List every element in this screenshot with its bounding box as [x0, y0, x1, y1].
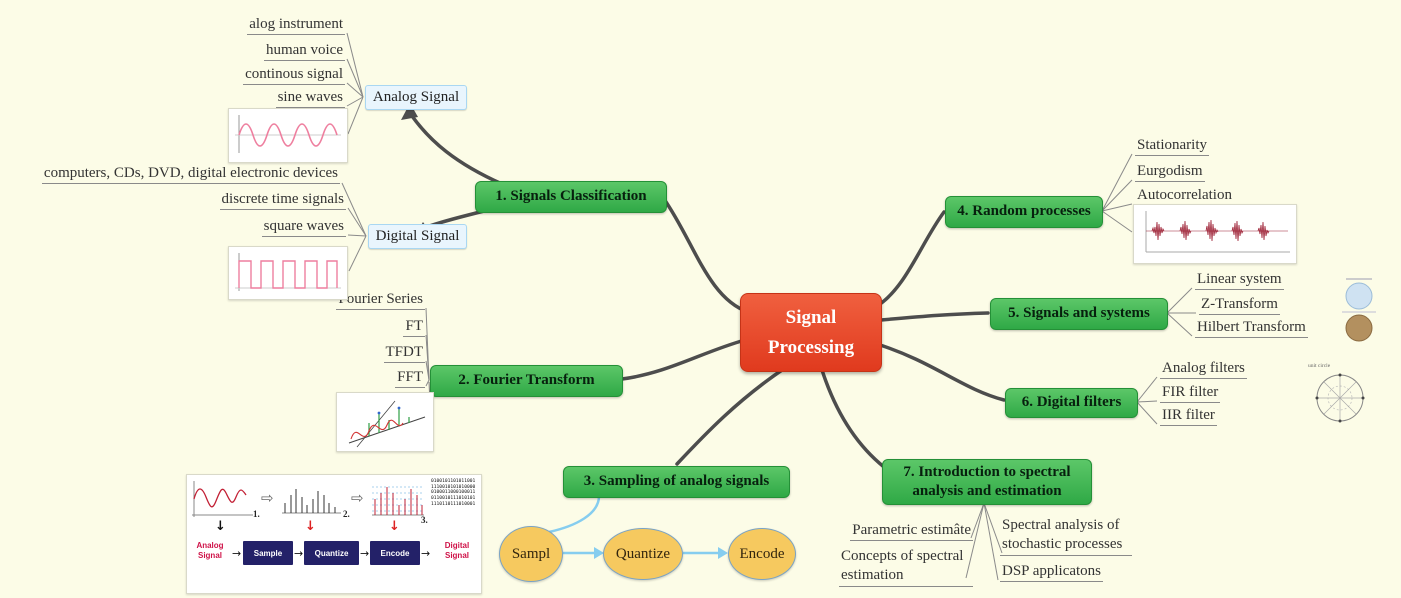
quantized-stems-mini [372, 486, 424, 516]
topic-computers-devices[interactable]: computers, CDs, DVD, digital electronic … [41, 165, 340, 184]
ellipse-label: Quantize [615, 545, 671, 562]
box-text: Quantize [314, 548, 349, 558]
branch-label: 5. Signals and systems [1008, 305, 1150, 322]
step-sample-ellipse[interactable]: Sampl [499, 526, 563, 582]
box-text: Sample [253, 548, 283, 558]
sample-box: Sample [243, 541, 293, 565]
branch-arrowheads [401, 103, 430, 237]
unit-circle-label: unit circle [1308, 363, 1331, 369]
branch-fourier-transform[interactable]: 2. Fourier Transform [430, 365, 623, 397]
unit-circle-plot: unit circle [1308, 363, 1365, 423]
stage-2-label: 2. [343, 509, 350, 519]
topic-parametric-estimate[interactable]: Parametric estimâte [850, 522, 973, 541]
central-topic-line1: Signal [785, 307, 837, 329]
topic-fourier-series[interactable]: Fourier Series [336, 291, 425, 310]
ellipse-label: Encode [739, 545, 785, 562]
topic-linear-system[interactable]: Linear system [1195, 271, 1284, 290]
branch-label: 6. Digital filters [1021, 394, 1122, 411]
branch-label: 1. Signals Classification [495, 188, 647, 205]
step-quantize-ellipse[interactable]: Quantize [603, 528, 683, 580]
branch-label-line2: analysis and estimation [912, 483, 1062, 499]
quantize-box: Quantize [304, 541, 359, 565]
topic-z-transform[interactable]: Z-Transform [1199, 296, 1280, 315]
square-wave-plot [235, 253, 341, 291]
topic-hilbert-transform[interactable]: Hilbert Transform [1195, 319, 1308, 338]
topic-continous-signal[interactable]: continous signal [243, 66, 345, 85]
unit-circle-image: unit circle [1306, 360, 1370, 428]
encode-box: Encode [370, 541, 420, 565]
stage-1-label: 1. [253, 509, 260, 519]
hollow-arrow-icon: ⇨ [351, 489, 364, 507]
step-encode-ellipse[interactable]: Encode [728, 528, 796, 580]
branch-spectral-analysis[interactable]: 7. Introduction to spectral analysis and… [882, 459, 1092, 505]
topic-eurgodism[interactable]: Eurgodism [1135, 163, 1205, 182]
sampling-process-image: 1. ⇨ 2. ⇨ 3. 0100101101011001 1110010101… [186, 474, 482, 594]
topic-fir-filter[interactable]: FIR filter [1160, 384, 1221, 403]
topic-analog-filters[interactable]: Analog filters [1160, 360, 1247, 379]
analog-signal-caption: Analog Signal [196, 541, 224, 560]
topic-sine-waves[interactable]: sine waves [275, 89, 345, 108]
digital-signal-caption: Digital Signal [444, 541, 470, 560]
branch-label: 4. Random processes [957, 203, 1091, 220]
topic-ft[interactable]: FT [403, 318, 425, 337]
sampled-stems-mini [282, 489, 341, 514]
central-topic-line2: Processing [767, 336, 855, 358]
topic-human-voice[interactable]: human voice [263, 42, 345, 61]
down-arrow-icon: ↓ [305, 519, 316, 534]
down-arrow-icon: ↓ [389, 519, 400, 534]
analog-signal-box[interactable]: Analog Signal [365, 85, 467, 110]
branch-label-line1: 7. Introduction to spectral [903, 463, 1071, 480]
analog-waveform-mini [192, 481, 253, 517]
topic-spectral-analysis-stochastic[interactable]: Spectral analysis of stochastic processe… [1000, 516, 1132, 556]
random-process-image [1133, 204, 1297, 264]
ellipse-label: Sampl [511, 545, 551, 562]
right-arrow-icon: → [360, 547, 370, 560]
topic-discrete-time-signals[interactable]: discrete time signals [219, 191, 346, 210]
topic-square-waves[interactable]: square waves [261, 218, 346, 237]
right-arrow-icon: → [232, 547, 242, 560]
box-label: Digital Signal [375, 228, 460, 244]
main-branch-curves [410, 114, 1006, 469]
fourier-3d-plot [348, 400, 426, 448]
system-spheres-graphic [1342, 278, 1376, 342]
binary-output-text: 0100101101011001 1110010101010000 010001… [431, 479, 476, 507]
topic-fft[interactable]: FFT [395, 369, 425, 388]
branch-signals-systems[interactable]: 5. Signals and systems [990, 298, 1168, 330]
down-arrow-icon: ↓ [215, 519, 226, 534]
digital-signal-box[interactable]: Digital Signal [368, 224, 467, 249]
branch-signals-classification[interactable]: 1. Signals Classification [475, 181, 667, 213]
topic-iir-filter[interactable]: IIR filter [1160, 407, 1217, 426]
central-topic[interactable]: Signal Processing [740, 293, 882, 372]
topic-stationarity[interactable]: Stationarity [1135, 137, 1209, 156]
right-arrow-icon: → [421, 547, 431, 560]
sine-wave-image [228, 108, 348, 163]
branch-label: 2. Fourier Transform [458, 372, 595, 389]
stage-3-label: 3. [421, 515, 428, 525]
branch-label: 3. Sampling of analog signals [583, 473, 770, 490]
topic-dsp-applications[interactable]: DSP applicatons [1000, 563, 1104, 582]
right-arrow-icon: → [294, 547, 304, 560]
topic-concepts-spectral-estimation[interactable]: Concepts of spectral estimation [839, 547, 973, 587]
sine-wave-plot [235, 115, 341, 153]
system-spheres-image [1322, 276, 1394, 346]
branch-random-processes[interactable]: 4. Random processes [945, 196, 1103, 228]
random-process-plot [1145, 211, 1290, 253]
hollow-arrow-icon: ⇨ [261, 489, 274, 507]
topic-alog-instrument[interactable]: alog instrument [247, 16, 345, 35]
box-text: Encode [380, 548, 410, 558]
box-label: Analog Signal [372, 89, 460, 105]
square-wave-image [228, 246, 348, 300]
fourier-3d-image [336, 392, 434, 452]
branch-digital-filters[interactable]: 6. Digital filters [1005, 388, 1138, 418]
branch-sampling[interactable]: 3. Sampling of analog signals [563, 466, 790, 498]
topic-tfdt[interactable]: TFDT [383, 344, 425, 363]
